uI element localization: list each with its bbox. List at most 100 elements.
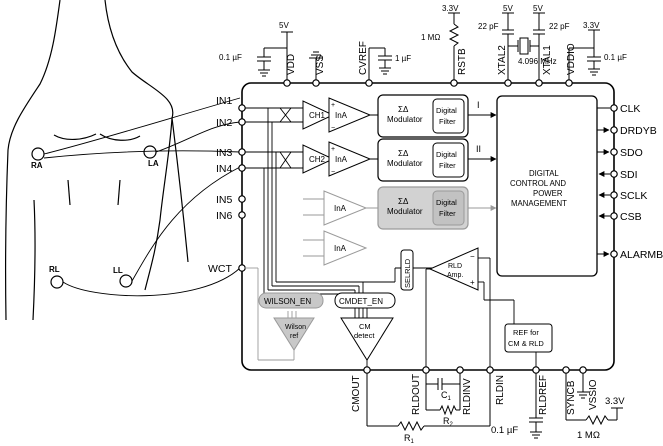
label-res-rstb: 1 MΩ: [421, 33, 440, 42]
label-rldinv: RLDINV: [462, 378, 473, 415]
label-syncb: SYNCB: [566, 380, 577, 415]
ch1-ina-label: InA: [335, 111, 348, 120]
rld-amp-l1: RLD: [448, 263, 462, 270]
label-crystal: 4.096 MHz: [518, 57, 557, 66]
pin-csb: CSB: [620, 211, 642, 223]
rld-amp-l2: Amp.: [447, 272, 463, 279]
rld-amplifier: [428, 247, 479, 291]
pin-wct: WCT: [208, 263, 232, 275]
ref-block: [504, 323, 553, 353]
ch3-filter-l2: Filter: [439, 209, 456, 218]
pin-sdo: SDO: [620, 147, 643, 159]
label-r2: R2: [443, 416, 454, 428]
pin-sclk: SCLK: [620, 190, 647, 202]
label-cvref: CVREF: [358, 41, 369, 75]
label-xtal1: XTAL1: [542, 45, 553, 75]
label-r1-main: R: [404, 433, 411, 443]
label-r2-main: R: [443, 416, 450, 426]
label-r1: R1: [404, 433, 415, 445]
svg-text:−: −: [331, 169, 335, 176]
ch3-filter-l1: Digital: [436, 198, 457, 207]
svg-text:+: +: [470, 278, 475, 287]
bottom-wiring: [366, 373, 623, 439]
label-rstb: RSTB: [457, 48, 468, 75]
wilson-ref: [273, 317, 315, 351]
ch2-ina-label: InA: [335, 155, 348, 164]
svg-text:−: −: [331, 125, 335, 132]
selrld-label: SELRLD: [403, 258, 412, 288]
label-vdd: VDD: [286, 54, 297, 75]
ch1-mod-sigma: ΣΔ: [398, 105, 409, 114]
label-5v-vdd: 5V: [279, 21, 289, 30]
label-vddio: VDDIO: [566, 43, 577, 75]
svg-text:+: +: [331, 102, 335, 109]
label-r1-sub: 1: [411, 439, 415, 445]
label-rldout: RLDOUT: [411, 374, 422, 415]
bottom-pins: [363, 366, 587, 374]
ref-l2: CM & RLD: [508, 339, 544, 348]
label-vssio: VSSIO: [588, 379, 599, 410]
electrode-rl: RL: [49, 265, 64, 289]
channel-1: CH1 InA + − ΣΔ Modulator Digital Filter …: [302, 94, 497, 138]
right-pins: [610, 104, 618, 258]
ch3-ina-label: InA: [334, 204, 347, 213]
ch3-digital-filter: [432, 190, 465, 226]
label-3v3-rstb: 3.3V: [442, 4, 459, 13]
pin-in3: IN3: [216, 147, 233, 159]
ch2-label: CH2: [309, 155, 326, 164]
wilson-en-label: WILSON_EN: [264, 297, 311, 306]
label-rldref: RLDREF: [538, 375, 549, 415]
label-xtal2: XTAL2: [497, 45, 508, 75]
pin-in6: IN6: [216, 210, 233, 222]
cm-detect-l1: CM: [359, 322, 371, 331]
label-5v-xtal2: 5V: [503, 4, 513, 13]
svg-text:−: −: [470, 252, 475, 261]
channel-2: CH2 InA + − ΣΔ Modulator Digital Filter …: [302, 138, 497, 182]
cmdet-en-label: CMDET_EN: [339, 297, 383, 306]
ch1-filter-l1: Digital: [436, 106, 457, 115]
lead-i-label: I: [477, 100, 480, 110]
ch1-digital-filter: [432, 98, 465, 134]
svg-text:+: +: [331, 146, 335, 153]
wilson-block: WILSON_EN Wilson ref: [258, 292, 324, 351]
control-line-2: CONTROL AND: [510, 179, 566, 188]
digital-control-block: [496, 95, 598, 277]
pin-sdi: SDI: [620, 169, 638, 181]
ch2-mod-sigma: ΣΔ: [398, 149, 409, 158]
pin-in4: IN4: [216, 163, 233, 175]
pin-in2: IN2: [216, 117, 233, 129]
ref-l1: REF for: [513, 328, 539, 337]
cm-detect-l2: detect: [354, 331, 375, 340]
channel-3-inactive: InA ΣΔ Modulator Digital Filter InA: [323, 186, 497, 266]
label-5v-xtal1: 5V: [533, 4, 543, 13]
rld-wiring: [366, 257, 537, 367]
control-signals: [597, 107, 610, 257]
pin-in1: IN1: [216, 95, 233, 107]
label-rldin: RLDIN: [495, 375, 506, 405]
label-cap-cvref: 1 µF: [395, 54, 411, 63]
human-torso-outline: [5, 0, 189, 321]
electrode-la-label: LA: [148, 159, 159, 168]
pin-alarmb: ALARMB: [620, 249, 663, 261]
pin-in5: IN5: [216, 194, 233, 206]
electrode-la: LA: [143, 145, 159, 168]
label-r2-sub: 2: [450, 422, 454, 428]
label-res-syncb: 1 MΩ: [577, 430, 600, 441]
ch1-mod-label: Modulator: [387, 115, 423, 124]
electrode-ll-label: LL: [113, 266, 123, 275]
ch1-filter-l2: Filter: [439, 117, 456, 126]
ch1-label: CH1: [309, 111, 326, 120]
label-c1-sub: 1: [448, 396, 452, 402]
label-cap-vddio: 0.1 µF: [604, 53, 627, 62]
electrode-rl-label: RL: [49, 265, 60, 274]
top-wiring: [257, 12, 601, 80]
control-line-3: POWER: [533, 189, 563, 198]
cm-detect: [340, 317, 394, 361]
lead-ii-label: II: [476, 144, 481, 154]
wilson-ref-l2: ref: [290, 333, 298, 340]
label-cap-xtal2: 22 pF: [478, 22, 499, 31]
label-cap-vdd: 0.1 µF: [219, 53, 242, 62]
ch3-mod-sigma: ΣΔ: [398, 197, 409, 206]
label-3v3-syncb: 3.3V: [605, 396, 625, 407]
